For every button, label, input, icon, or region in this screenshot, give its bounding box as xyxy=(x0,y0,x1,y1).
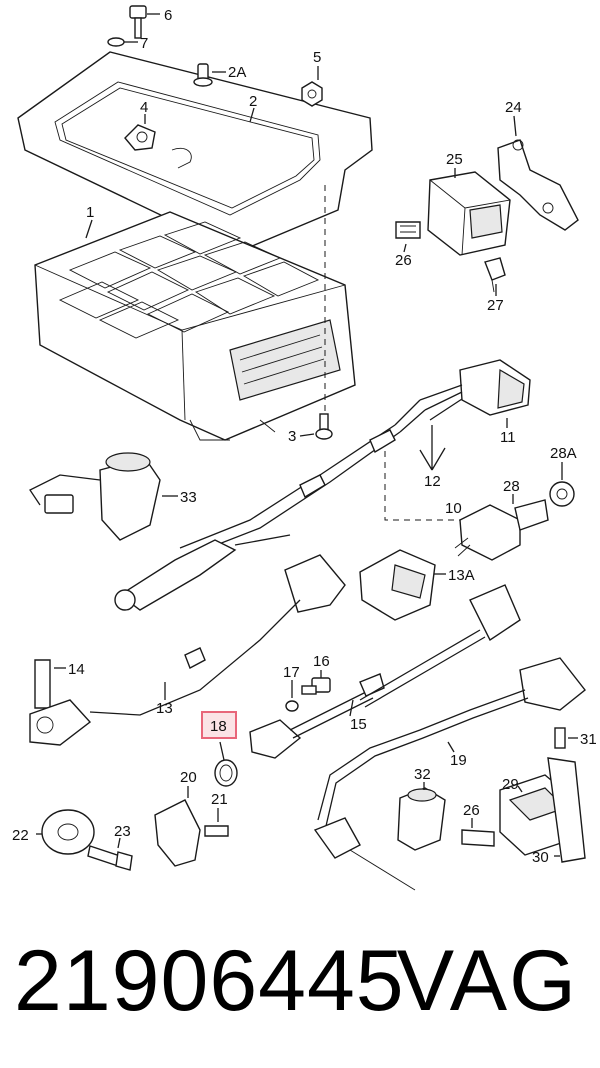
label-26: 26 xyxy=(395,252,412,269)
sensor-ring-part-28a xyxy=(549,481,575,507)
label-30: 30 xyxy=(532,849,549,866)
sensor-part-4 xyxy=(124,124,156,151)
leader xyxy=(513,115,517,137)
label-10: 10 xyxy=(445,500,462,517)
label-28a: 28A xyxy=(550,445,577,462)
label-7: 7 xyxy=(140,35,148,52)
washer-part-7 xyxy=(107,37,125,47)
label-27: 27 xyxy=(487,297,504,314)
label-2a: 2A xyxy=(228,64,246,81)
knock-sensor-part-14 xyxy=(29,659,92,746)
part-number: 21906445 xyxy=(14,933,405,1029)
label-3: 3 xyxy=(288,428,296,445)
bracket-part-24 xyxy=(497,139,579,231)
bracket-part-30 xyxy=(547,757,586,863)
leader xyxy=(517,785,523,793)
label-17: 17 xyxy=(283,664,300,681)
cover-plate-part-2 xyxy=(17,51,373,253)
wiring-harness-part-11 xyxy=(179,359,531,557)
label-26-lower: 26 xyxy=(463,802,480,819)
label-5: 5 xyxy=(313,49,321,66)
label-25: 25 xyxy=(446,151,463,168)
label-12: 12 xyxy=(424,473,441,490)
part-labels: 6 7 2A 5 4 2 1 3 24 25 26 27 11 12 28A 2… xyxy=(12,7,597,866)
label-16: 16 xyxy=(313,653,330,670)
leader xyxy=(85,219,93,239)
sensor-part-20 xyxy=(154,799,201,867)
relay-holder-part-13a xyxy=(359,549,436,621)
leader xyxy=(219,741,225,761)
label-13a: 13A xyxy=(448,567,475,584)
fastener-part-27 xyxy=(484,257,506,293)
parts-exploded-diagram: 6 7 2A 5 4 2 1 3 24 25 26 27 11 12 28A 2… xyxy=(12,5,597,891)
highlight-box-part-18 xyxy=(201,711,237,739)
label-22: 22 xyxy=(12,827,29,844)
lambda-sensor-part-19 xyxy=(313,584,586,891)
label-32: 32 xyxy=(414,766,431,783)
leader xyxy=(447,741,455,753)
label-31: 31 xyxy=(580,731,597,748)
relay-part-25 xyxy=(427,171,511,256)
clip-part-26 xyxy=(395,221,421,239)
label-11: 11 xyxy=(500,429,516,446)
label-24: 24 xyxy=(505,99,522,116)
label-6: 6 xyxy=(164,7,172,24)
screw-part-16 xyxy=(301,677,331,695)
leader xyxy=(403,243,407,253)
label-1: 1 xyxy=(86,204,94,221)
label-13: 13 xyxy=(156,700,173,717)
leader xyxy=(349,699,354,717)
label-29: 29 xyxy=(502,776,519,793)
leader xyxy=(249,107,255,123)
screw-part-31 xyxy=(554,727,566,749)
clip-part-26-lower xyxy=(461,829,495,847)
label-2: 2 xyxy=(249,93,257,110)
switch-part-28 xyxy=(454,499,549,561)
screw-part-6 xyxy=(129,5,147,39)
label-14: 14 xyxy=(68,661,85,678)
valve-part-32 xyxy=(397,787,446,851)
label-18: 18 xyxy=(210,718,227,735)
bolt-part-23 xyxy=(87,845,133,871)
label-20: 20 xyxy=(180,769,197,786)
label-33: 33 xyxy=(180,489,197,506)
sensor-part-33 xyxy=(29,452,161,541)
ring-part-17 xyxy=(285,700,299,712)
label-21: 21 xyxy=(211,791,228,808)
trigger-wheel-part-22 xyxy=(41,809,95,855)
label-4: 4 xyxy=(140,99,148,116)
bolt-part-21 xyxy=(204,825,229,837)
brand-name: VAG xyxy=(396,933,578,1029)
screw-part-3 xyxy=(315,413,333,440)
temperature-sensor-part-15 xyxy=(249,673,385,759)
label-28: 28 xyxy=(503,478,520,495)
seal-ring-part-18 xyxy=(214,759,238,787)
leader xyxy=(419,425,446,471)
leader xyxy=(117,837,121,849)
bolt-part-2a xyxy=(193,63,213,87)
leader xyxy=(299,433,315,437)
label-23: 23 xyxy=(114,823,131,840)
label-19: 19 xyxy=(450,752,467,769)
control-unit-part-1 xyxy=(34,211,356,441)
nut-part-5 xyxy=(301,81,323,107)
lambda-probe-part-13 xyxy=(89,534,346,716)
label-15: 15 xyxy=(350,716,367,733)
